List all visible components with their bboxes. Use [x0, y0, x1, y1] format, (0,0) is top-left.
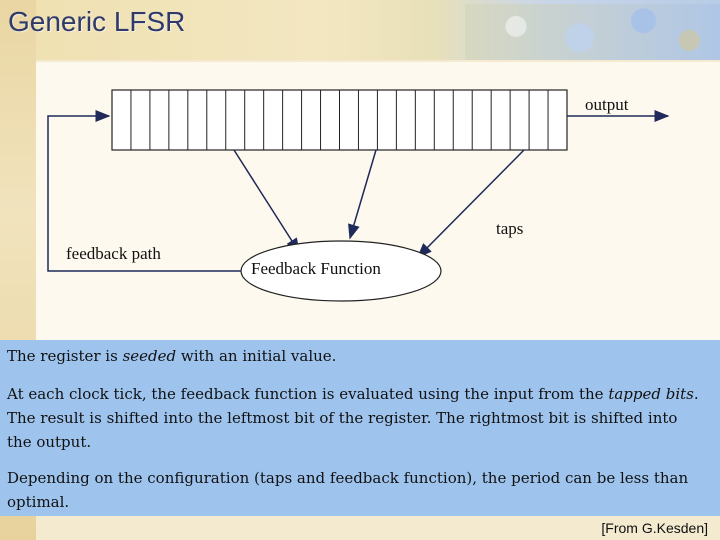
tap-arrow — [416, 149, 525, 259]
paragraph-seeded: The register is seeded with an initial v… — [7, 347, 337, 365]
decorative-banner — [465, 4, 720, 60]
slide-title: Generic LFSR — [8, 6, 186, 37]
paragraph-period: Depending on the configuration (taps and… — [7, 469, 689, 511]
tap-arrow — [348, 149, 377, 240]
source-credit: [From G.Kesden] — [601, 520, 708, 536]
feedback-path-label: feedback path — [66, 244, 161, 263]
taps-label: taps — [496, 219, 524, 238]
output-label: output — [585, 95, 629, 114]
paragraph-clock-tick: At each clock tick, the feedback functio… — [7, 385, 699, 451]
explanation-box: The register is seeded with an initial v… — [0, 340, 720, 516]
feedback-function-label: Feedback Function — [251, 259, 381, 278]
register-cells — [130, 90, 549, 150]
tap-arrow — [233, 149, 300, 254]
lfsr-diagram — [47, 89, 670, 302]
feedback-path-line — [47, 110, 241, 272]
